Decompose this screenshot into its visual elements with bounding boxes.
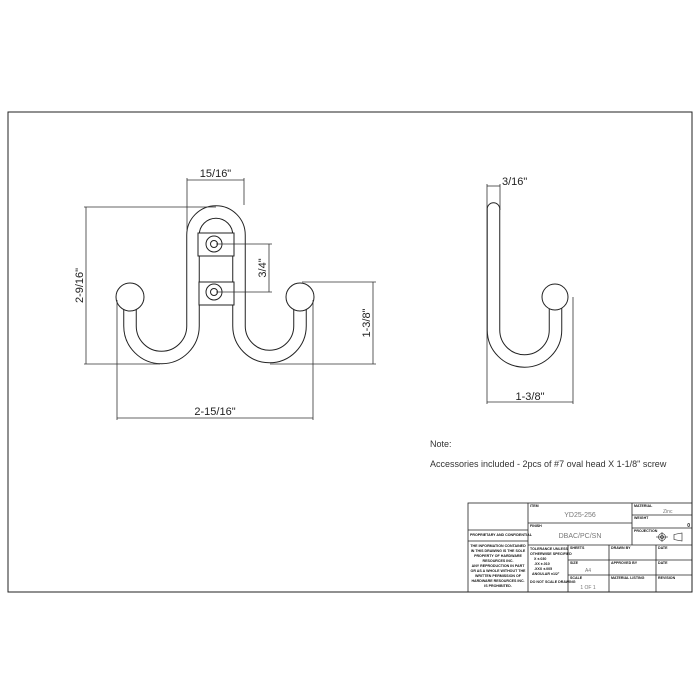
front-view-double-hook: 15/16" 2-9/16" 3/4" 1-3/8" 2-15/16": [74, 168, 376, 420]
svg-text:ANY REPRODUCTION IN PART: ANY REPRODUCTION IN PART: [472, 564, 526, 568]
dimension-overall-width: 2-15/16": [116, 300, 314, 420]
svg-text:MATERIAL LISTING: MATERIAL LISTING: [611, 576, 645, 580]
svg-text:2-9/16": 2-9/16": [74, 268, 86, 303]
svg-text:DO NOT SCALE DRAWING: DO NOT SCALE DRAWING: [530, 580, 576, 584]
side-hook-fill: [487, 203, 562, 367]
svg-text:SHEETS: SHEETS: [570, 546, 585, 550]
svg-text:0: 0: [687, 523, 690, 529]
svg-text:A4: A4: [585, 568, 591, 574]
dimension-wire: 3/16": [486, 176, 527, 404]
svg-text:X ±.030: X ±.030: [534, 557, 546, 561]
svg-text:SCALE: SCALE: [570, 576, 583, 580]
side-view-hook: 3/16" 1-3/8": [486, 176, 574, 404]
svg-text:1 OF 1: 1 OF 1: [580, 585, 596, 591]
svg-text:PROPERTY OF HARDWARE: PROPERTY OF HARDWARE: [474, 554, 522, 558]
svg-text:IN THIS DRAWING IS THE SOLE: IN THIS DRAWING IS THE SOLE: [471, 549, 526, 553]
dimension-hook-height: 1-3/8": [270, 281, 376, 365]
dimension-height: 2-9/16": [74, 206, 216, 365]
svg-text:2-15/16": 2-15/16": [194, 406, 235, 418]
svg-text:PROJECTION: PROJECTION: [634, 529, 658, 533]
svg-text:FINISH: FINISH: [530, 524, 542, 528]
svg-text:TOLERANCE UNLESS: TOLERANCE UNLESS: [530, 547, 568, 551]
svg-text:MATERIAL: MATERIAL: [634, 504, 653, 508]
item-number: YD25-256: [564, 512, 596, 519]
proprietary-label: PROPRIETARY AND CONFIDENTIAL: [470, 533, 533, 537]
svg-text:3/4": 3/4": [257, 258, 269, 277]
svg-text:1-3/8": 1-3/8": [516, 391, 545, 403]
finish-value: DBAC/PC/SN: [559, 533, 602, 540]
right-ball-end: [285, 282, 315, 312]
svg-text:.XX ±.010: .XX ±.010: [534, 562, 550, 566]
dimension-screw-spacing: 3/4": [216, 243, 272, 293]
dimension-top-width: 15/16": [186, 168, 245, 230]
title-block-text: PROPRIETARY AND CONFIDENTIAL THE INFORMA…: [470, 504, 690, 591]
svg-text:OTHERWISE SPECIFIED: OTHERWISE SPECIFIED: [530, 552, 572, 556]
svg-text:WEIGHT: WEIGHT: [634, 516, 649, 520]
drawing-border: [7, 111, 693, 593]
dimension-depth: 1-3/8": [487, 297, 574, 404]
title-block: [467, 502, 693, 593]
material-value: Zinc: [663, 509, 673, 515]
left-ball-end: [115, 282, 145, 312]
svg-text:.XXX ±.005: .XXX ±.005: [534, 567, 552, 571]
svg-text:1-3/8": 1-3/8": [361, 308, 373, 337]
projection-symbol-icon: [656, 532, 683, 542]
svg-text:DATE: DATE: [658, 546, 668, 550]
svg-text:DATE: DATE: [658, 561, 668, 565]
hook-body-fill: [124, 206, 306, 364]
svg-text:RESOURCES INC.: RESOURCES INC.: [483, 559, 514, 563]
svg-text:IS PROHIBITED.: IS PROHIBITED.: [484, 584, 512, 588]
svg-text:SIZE: SIZE: [570, 561, 579, 565]
side-ball-end: [541, 283, 569, 311]
svg-text:15/16": 15/16": [200, 168, 232, 180]
side-hook-outline: [486, 202, 563, 368]
note-title: Note:: [430, 439, 452, 449]
svg-text:HARDWARE RESOURCES INC.: HARDWARE RESOURCES INC.: [471, 579, 524, 583]
svg-text:REVISION: REVISION: [658, 576, 676, 580]
svg-text:APPROVED BY: APPROVED BY: [611, 561, 638, 565]
svg-text:ITEM: ITEM: [530, 504, 539, 508]
svg-text:3/16": 3/16": [502, 176, 527, 188]
svg-text:DRAWN BY: DRAWN BY: [611, 546, 631, 550]
note-text: Accessories included - 2pcs of #7 oval h…: [430, 459, 667, 469]
svg-text:OR AS A WHOLE WITHOUT THE: OR AS A WHOLE WITHOUT THE: [471, 569, 527, 573]
svg-text:WRITTEN PERMISSION OF: WRITTEN PERMISSION OF: [475, 574, 522, 578]
svg-text:THE INFORMATION CONTAINED: THE INFORMATION CONTAINED: [470, 544, 526, 548]
svg-text:ANGULAR ±1/2°: ANGULAR ±1/2°: [532, 572, 560, 576]
